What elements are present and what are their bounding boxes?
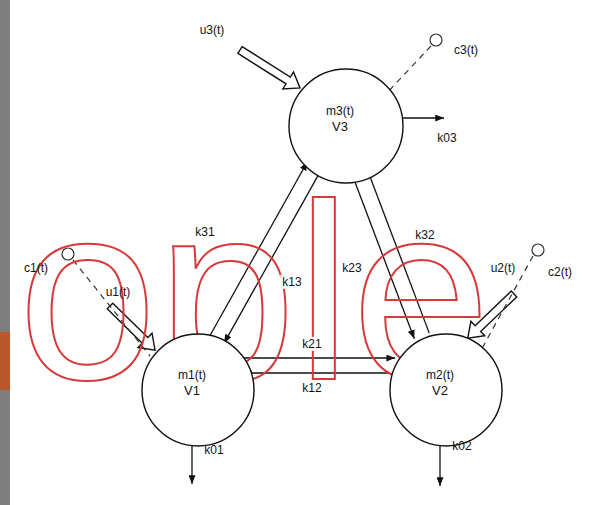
node-content: m1(t)V1 xyxy=(141,333,243,435)
signal-label: c3(t) xyxy=(454,43,478,57)
signal-label: k03 xyxy=(437,131,456,145)
input-arrow xyxy=(235,42,306,97)
signal-label: k01 xyxy=(204,443,223,457)
signal-label: u2(t) xyxy=(491,261,516,275)
node-content: m3(t)V3 xyxy=(288,68,392,172)
signal-label: k02 xyxy=(452,439,471,453)
volume-label: V2 xyxy=(432,383,448,399)
compartment-circle: m1(t)V1 xyxy=(141,333,243,435)
mass-label: m3(t) xyxy=(326,104,354,119)
rate-constant: k13 xyxy=(280,275,303,289)
rate-constant: k31 xyxy=(193,225,216,239)
rate-constant: k12 xyxy=(300,381,323,395)
sample-point xyxy=(430,34,442,46)
mass-label: m2(t) xyxy=(426,368,454,383)
signal-label: c2(t) xyxy=(548,265,572,279)
circle-outline xyxy=(390,334,502,446)
node-content: m2(t)V2 xyxy=(389,333,491,435)
volume-label: V1 xyxy=(184,383,200,399)
circle-outline xyxy=(289,69,403,183)
rate-constant: k23 xyxy=(340,261,363,275)
signal-label: c1(t) xyxy=(24,261,48,275)
volume-label: V3 xyxy=(332,119,348,135)
mass-label: m1(t) xyxy=(178,368,206,383)
sample-point xyxy=(532,244,544,256)
rate-constant: k21 xyxy=(300,337,323,351)
signal-label: u3(t) xyxy=(200,23,225,37)
compartment-circle: m3(t)V3 xyxy=(288,68,392,172)
rate-constant: k32 xyxy=(413,228,436,242)
orange-patch xyxy=(0,332,10,390)
circle-outline xyxy=(142,334,254,446)
sample-line xyxy=(385,46,431,95)
compartment-circle: m2(t)V2 xyxy=(389,333,491,435)
signal-label: u1(t) xyxy=(106,285,131,299)
